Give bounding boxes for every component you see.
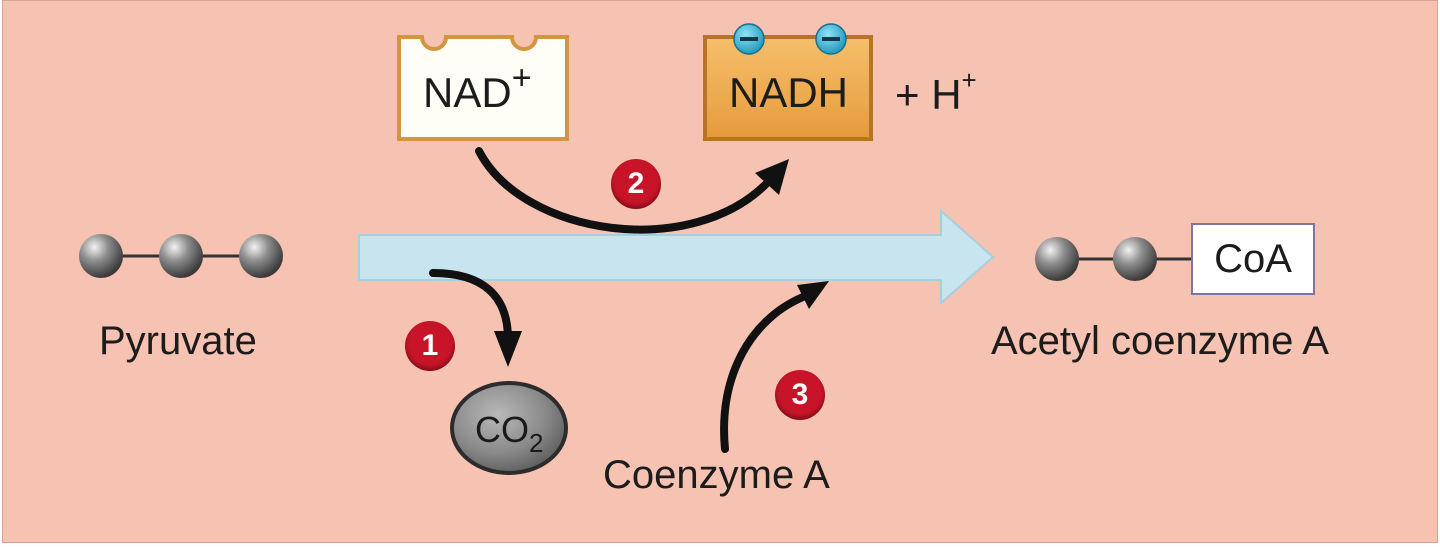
nadh-box (703, 35, 873, 141)
curved-arrow-from-coenzyme-a (720, 281, 829, 453)
step-badge-2: 2 (611, 159, 661, 209)
carbon-atom-icon (1035, 237, 1079, 281)
nad-box (397, 35, 569, 141)
acetyl-coa-label: Acetyl coenzyme A (991, 319, 1329, 363)
carbon-atom-icon (159, 234, 203, 278)
nadh-label: NADH (729, 69, 849, 116)
acetyl-coa-molecule (1035, 237, 1193, 281)
diagram-graphics (79, 23, 1193, 475)
co2-subscript: 2 (529, 428, 544, 458)
curved-arrow-to-co2 (429, 269, 522, 367)
coenzyme-a-label: Coenzyme A (603, 453, 830, 497)
h-charge: + (961, 65, 977, 95)
co2-label: CO2 (475, 409, 543, 456)
co2-text: CO (475, 409, 529, 450)
nad-text: NAD (423, 69, 512, 116)
step-badge-3: 3 (775, 370, 825, 420)
main-reaction-arrow (358, 208, 995, 306)
carbon-atom-icon (79, 234, 123, 278)
carbon-atom-icon (1113, 237, 1157, 281)
coa-box: CoA (1191, 223, 1315, 295)
co2-molecule (450, 381, 568, 475)
step-badge-1: 1 (405, 321, 455, 371)
plus-h-label: + H+ (895, 67, 977, 119)
pyruvate-molecule (79, 234, 283, 278)
electron-icon (733, 23, 765, 55)
carbon-atom-icon (239, 234, 283, 278)
nad-label: NAD+ (423, 61, 532, 117)
pyruvate-label: Pyruvate (99, 319, 257, 363)
curved-arrow-nad-to-nadh (475, 147, 789, 234)
nad-charge: + (511, 59, 532, 97)
electron-icon (815, 23, 847, 55)
plus-h-text: + H (895, 71, 962, 118)
